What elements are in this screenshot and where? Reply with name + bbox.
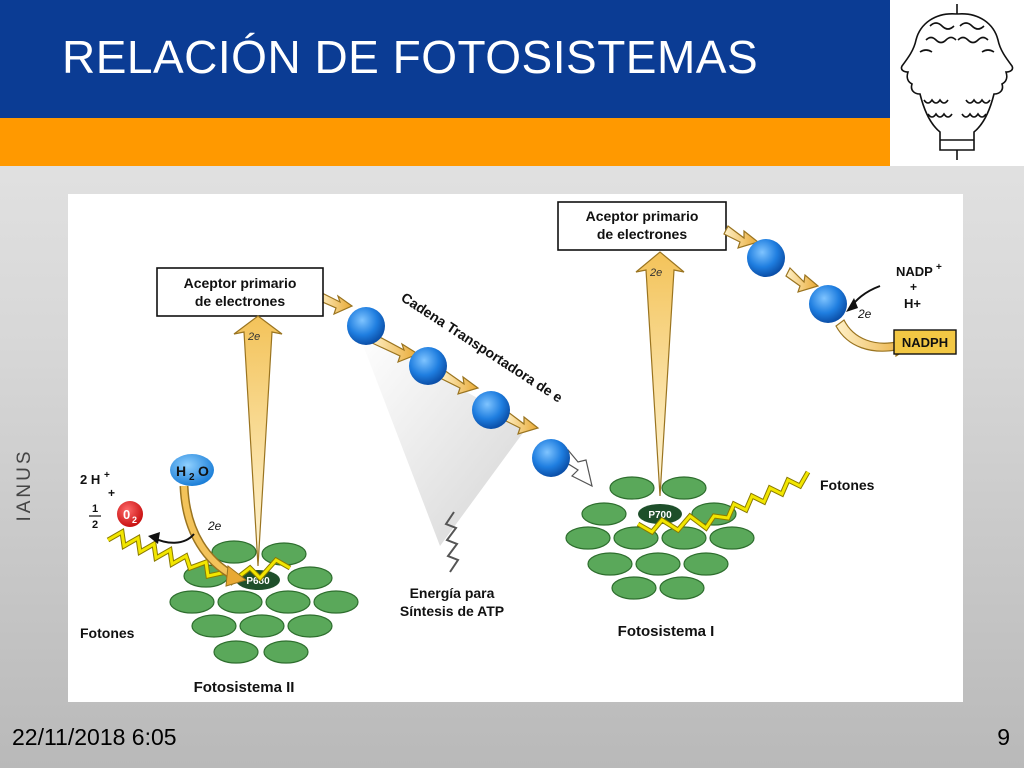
protons-plus-sign: + xyxy=(108,486,115,500)
nadph-label: NADPH xyxy=(902,335,948,350)
nadph-2e-label: 2e xyxy=(857,307,872,321)
ps2-acceptor-line2: de electrones xyxy=(195,293,285,309)
photons-left-label: Fotones xyxy=(80,625,135,641)
oxygen-o-label: 0 xyxy=(123,507,130,522)
ps2-2e-label: 2e xyxy=(247,331,260,343)
janus-head-icon xyxy=(900,4,1014,160)
water-electron-arrow xyxy=(181,485,236,579)
electron-carrier-1 xyxy=(347,307,385,345)
photosystem-i-label: Fotosistema I xyxy=(618,623,715,640)
nadp-charge: + xyxy=(936,262,942,273)
ps2-acceptor-box xyxy=(156,267,324,317)
ps1-acceptor-box xyxy=(557,201,727,251)
energy-label-line2: Síntesis de ATP xyxy=(400,603,504,619)
ps2-acceptor-line1: Aceptor primario xyxy=(184,275,297,291)
water-o-label: O xyxy=(198,463,209,479)
water-subscript: 2 xyxy=(189,472,195,483)
ps2-excitation-arrow xyxy=(233,315,283,567)
ps1-acceptor-line1: Aceptor primario xyxy=(586,208,699,224)
ps2-antenna-complex xyxy=(169,540,359,664)
photosystem-ii-label: Fotosistema II xyxy=(194,679,295,696)
ps1-2e-label: 2e xyxy=(649,267,662,279)
electron-carrier-5 xyxy=(747,239,785,277)
header-accent-bar xyxy=(0,118,890,166)
ps1-photon-zigzag-icon xyxy=(637,471,810,534)
energy-label-line1: Energía para xyxy=(410,585,495,601)
slide-title: RELACIÓN DE FOTOSISTEMAS xyxy=(62,31,759,83)
nadph-box xyxy=(893,329,957,355)
protons-charge: + xyxy=(104,470,110,481)
p680-reaction-center xyxy=(236,570,280,590)
photons-right-label: Fotones xyxy=(820,477,875,493)
water-molecule-icon xyxy=(170,454,214,486)
p680-label: P680 xyxy=(246,576,270,587)
page-number: 9 xyxy=(997,724,1010,750)
protons-label: 2 H xyxy=(80,472,100,487)
janus-logo xyxy=(890,0,1024,166)
oxygen-release-arrow xyxy=(153,533,195,544)
ps2-photon-zigzag-icon xyxy=(107,529,291,585)
half-denominator: 2 xyxy=(92,519,98,531)
electron-carrier-6 xyxy=(809,285,847,323)
diagram-canvas: Cadena Transportadora de e Aceptor prima… xyxy=(80,201,957,696)
h-plus-label: H+ xyxy=(904,296,921,311)
p700-reaction-center xyxy=(638,504,682,524)
p700-label: P700 xyxy=(648,510,672,521)
ps1-acceptor-line2: de electrones xyxy=(597,226,687,242)
electron-carrier-4 xyxy=(532,439,570,477)
energy-zigzag-icon xyxy=(444,511,460,573)
oxygen-subscript: 2 xyxy=(132,515,137,525)
electron-carrier-3 xyxy=(472,391,510,429)
water-h-label: H xyxy=(176,463,186,479)
ps1-antenna-complex xyxy=(565,476,755,600)
photosystem-diagram: Cadena Transportadora de e Aceptor prima… xyxy=(68,194,963,702)
nadp-label: NADP xyxy=(896,264,933,279)
water-2e-label: 2e xyxy=(207,519,222,533)
electron-carrier-2 xyxy=(409,347,447,385)
half-numerator: 1 xyxy=(92,503,98,515)
energy-cone xyxy=(358,332,528,546)
oxygen-molecule-icon xyxy=(117,501,143,527)
side-brand-label: IANUS xyxy=(14,448,35,521)
svg-text:IANUS: IANUS xyxy=(14,448,35,521)
nadp-plus-sign: + xyxy=(910,280,917,294)
ps1-excitation-arrow xyxy=(635,251,685,497)
header-bar xyxy=(0,0,890,118)
footer-date: 22/11/2018 6:05 xyxy=(12,724,177,750)
